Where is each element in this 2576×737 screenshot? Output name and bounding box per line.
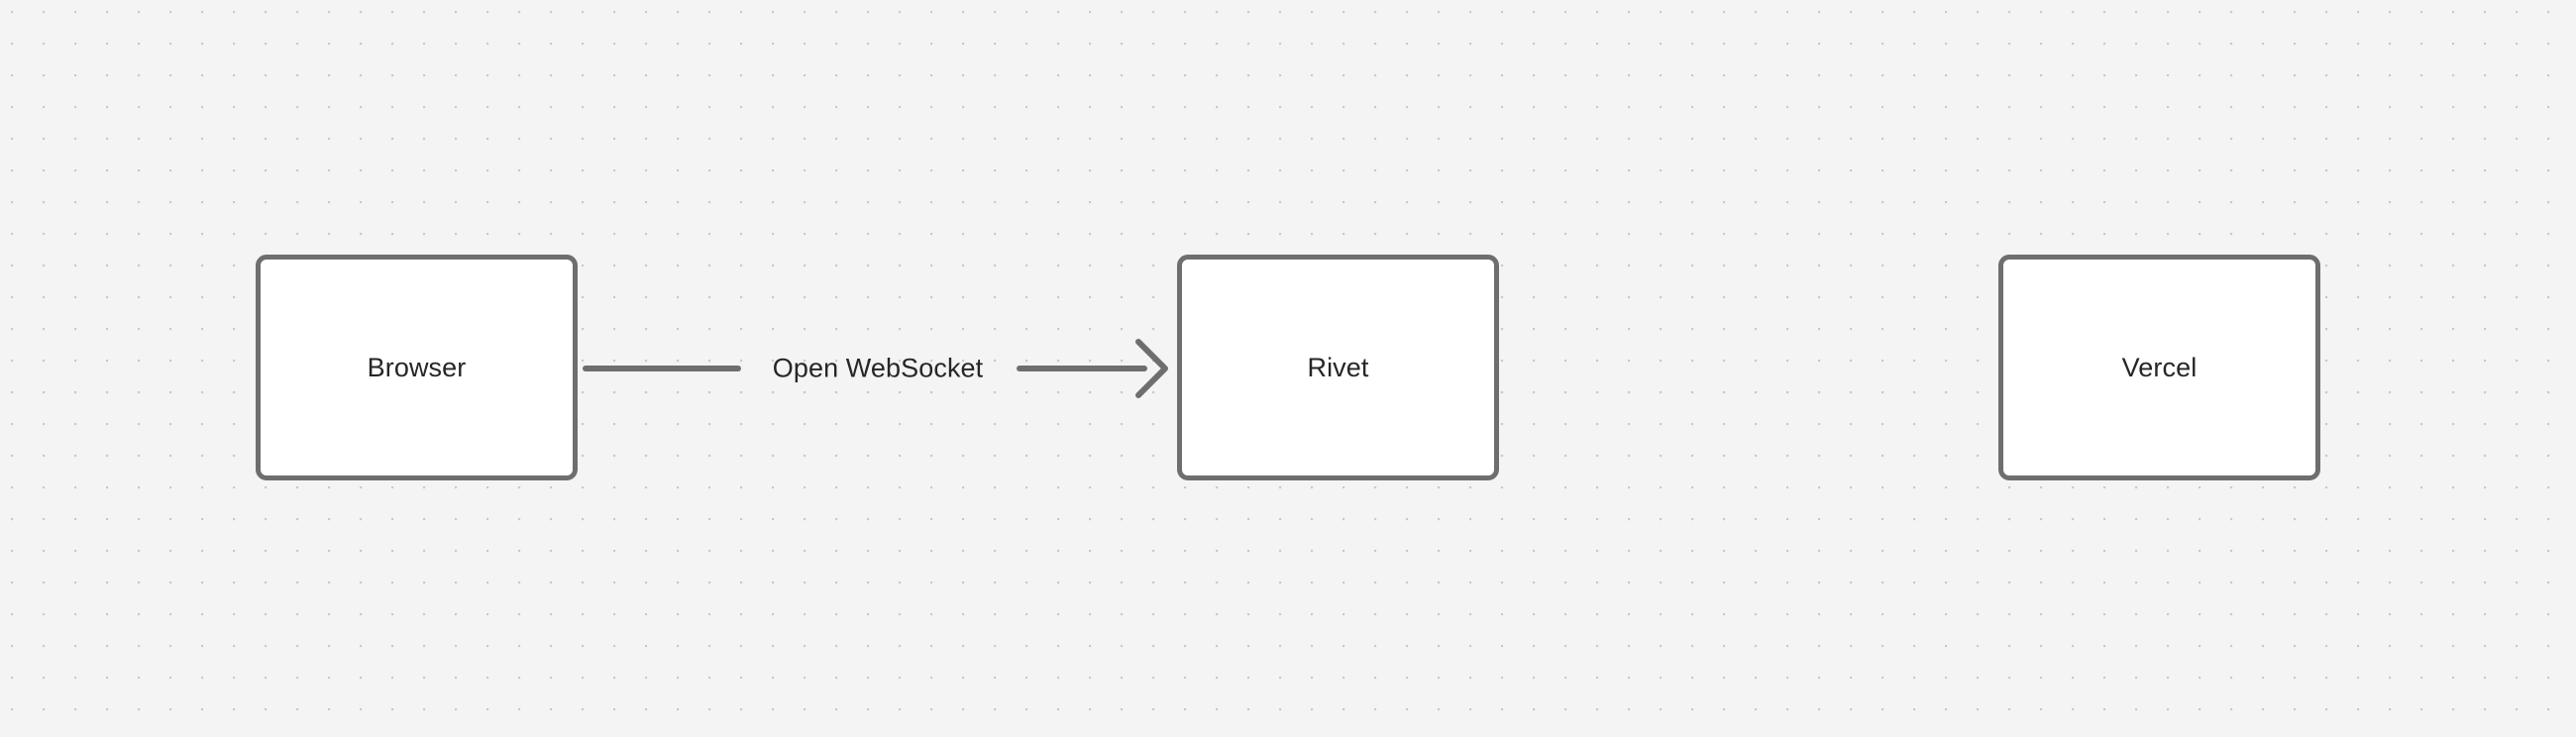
edge-label-open-websocket: Open WebSocket	[772, 353, 984, 383]
node-vercel[interactable]: Vercel	[1998, 255, 2320, 480]
node-label-rivet: Rivet	[1307, 352, 1369, 382]
node-label-vercel: Vercel	[2121, 352, 2198, 382]
node-browser[interactable]: Browser	[256, 255, 578, 480]
node-label-browser: Browser	[367, 352, 467, 382]
node-rivet[interactable]: Rivet	[1177, 255, 1499, 480]
arrowhead-icon	[1135, 339, 1168, 398]
